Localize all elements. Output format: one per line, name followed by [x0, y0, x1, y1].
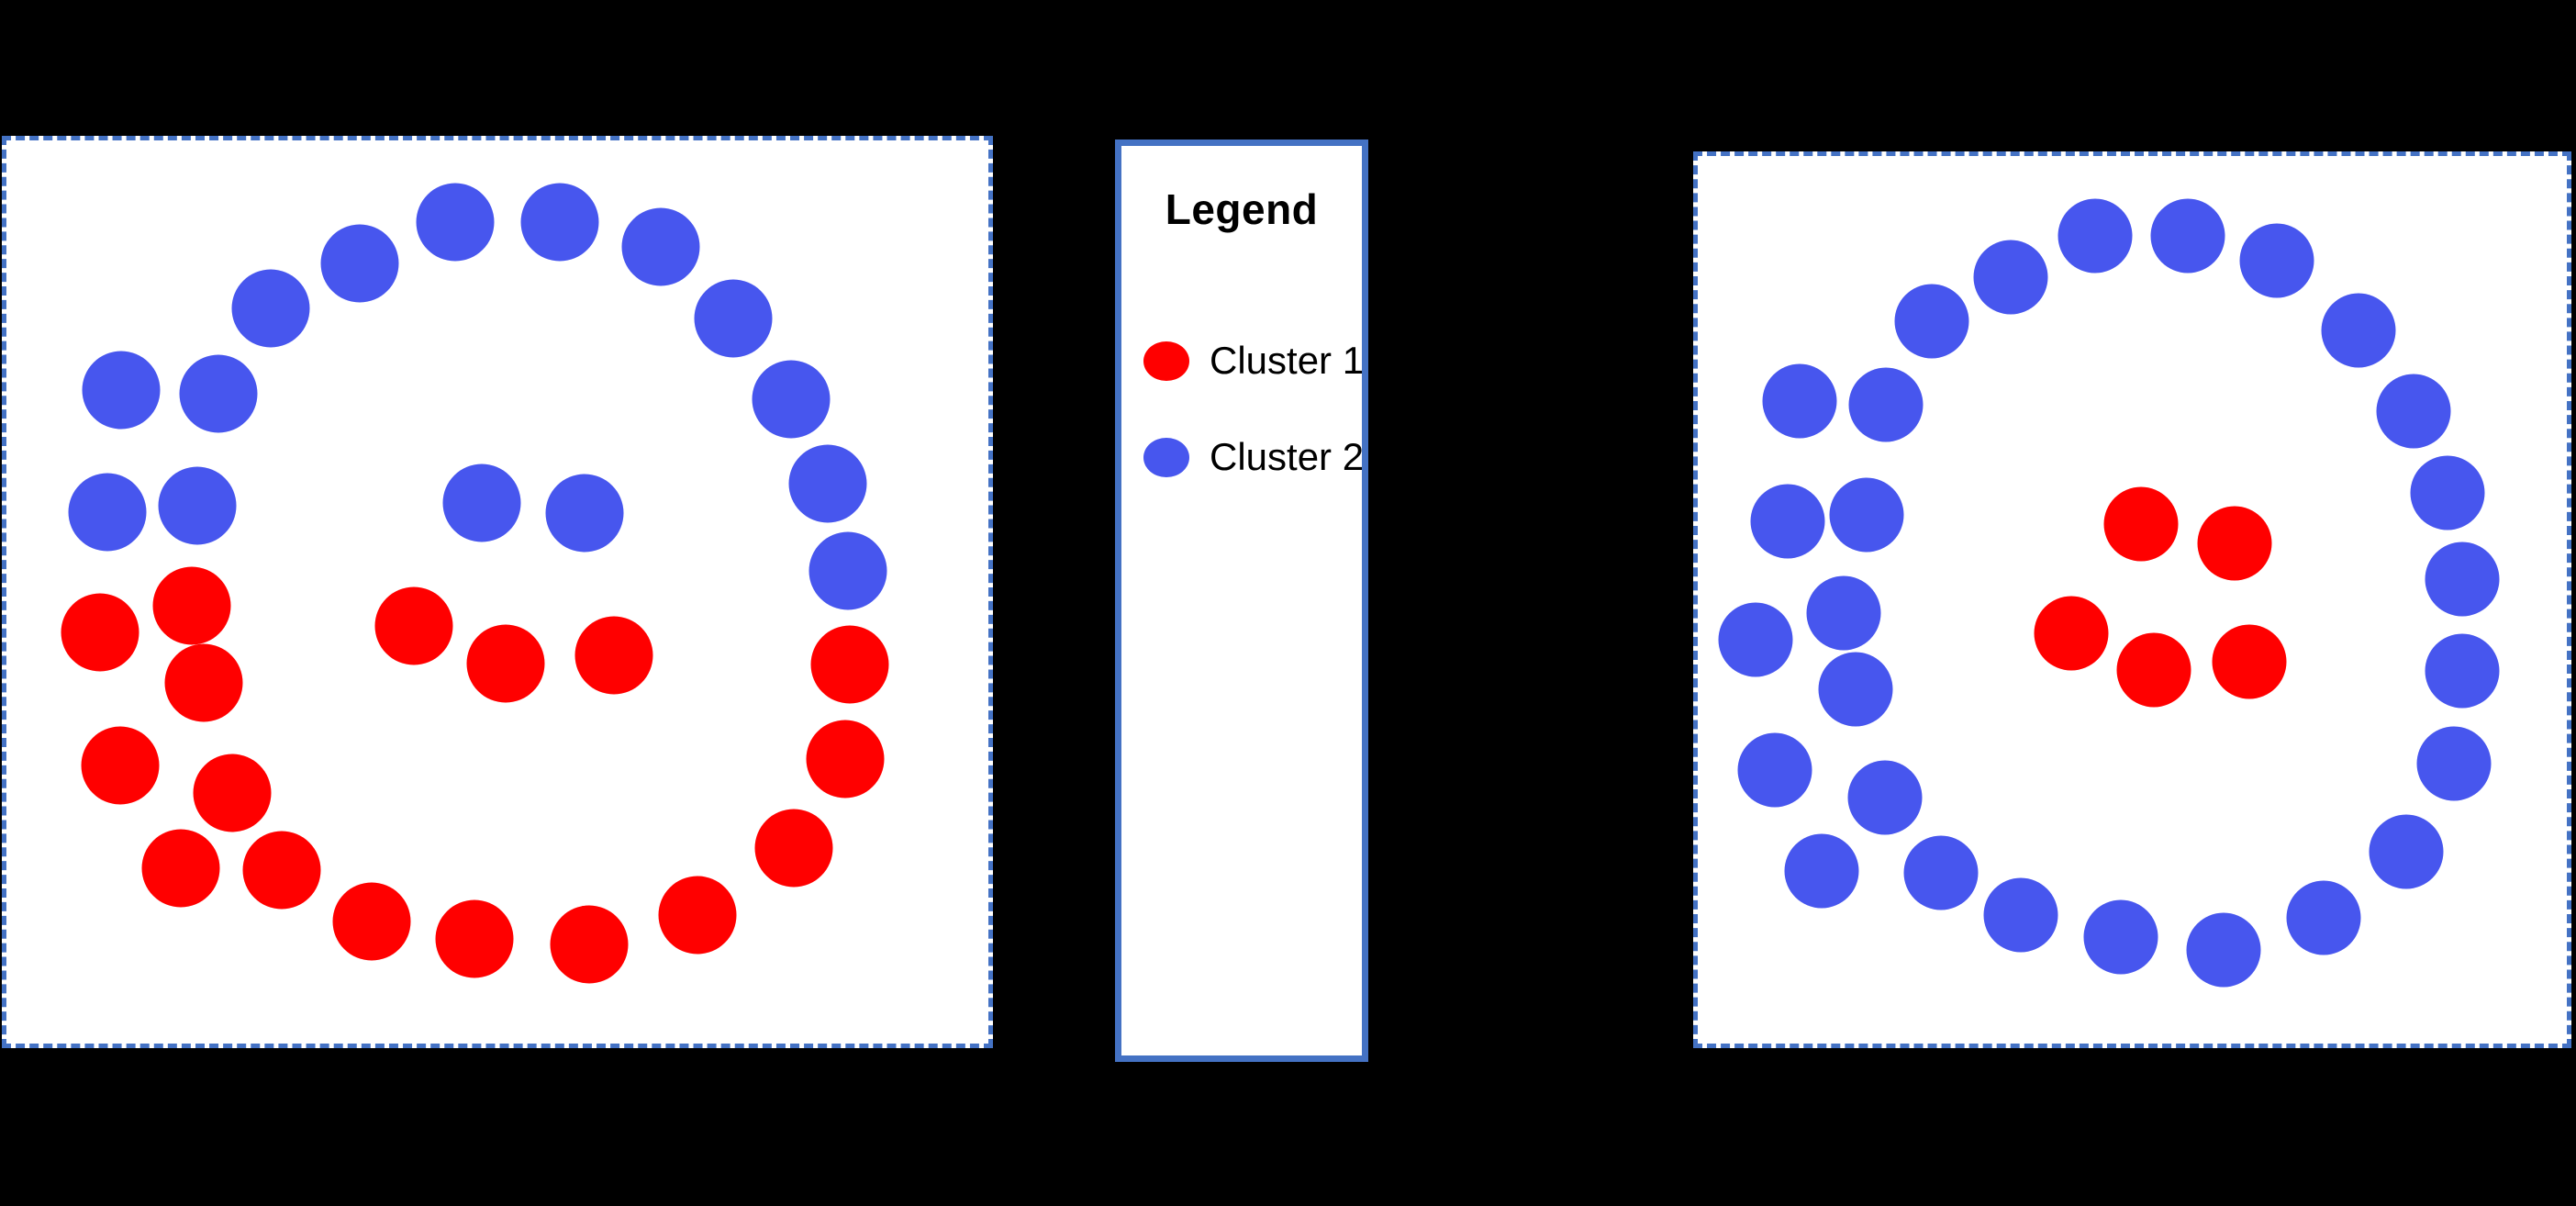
- scatter-point: [2321, 293, 2396, 368]
- scatter-point: [152, 566, 231, 645]
- scatter-point: [1829, 477, 1904, 553]
- scatter-point: [320, 224, 399, 303]
- scatter-point: [2197, 506, 2272, 581]
- scatter-point: [752, 360, 831, 439]
- scatter-point: [1847, 760, 1923, 835]
- scatter-point: [806, 720, 885, 798]
- scatter-point: [2369, 814, 2444, 889]
- scatter-point: [242, 831, 321, 910]
- legend-marker-circle-icon: [1143, 437, 1189, 477]
- scatter-point: [520, 183, 599, 262]
- scatter-point: [442, 463, 521, 542]
- scatter-plot-left-points: [6, 140, 988, 1044]
- scatter-point: [808, 531, 887, 610]
- legend-entry-cluster-2[interactable]: Cluster 2: [1143, 435, 1364, 479]
- scatter-point: [1818, 652, 1893, 727]
- scatter-point: [574, 616, 653, 695]
- scatter-panel-left: [2, 136, 993, 1048]
- scatter-point: [158, 466, 237, 545]
- scatter-point: [658, 876, 737, 955]
- scatter-point: [1718, 602, 1792, 677]
- scatter-point: [545, 474, 624, 553]
- scatter-point: [788, 444, 867, 523]
- legend-marker-circle-icon: [1143, 341, 1189, 381]
- scatter-point: [332, 882, 411, 961]
- scatter-point: [1762, 363, 1837, 439]
- scatter-point: [466, 624, 545, 703]
- scatter-point: [2416, 726, 2492, 801]
- scatter-point: [68, 473, 147, 552]
- scatter-point: [2116, 632, 2191, 708]
- scatter-point: [1983, 877, 2058, 953]
- scatter-point: [1806, 575, 1881, 651]
- scatter-point: [1903, 835, 1979, 910]
- scatter-point: [1750, 484, 1825, 559]
- scatter-point: [621, 207, 700, 286]
- scatter-point: [1848, 367, 1924, 442]
- scatter-panel-right: [1693, 151, 2571, 1048]
- scatter-point: [2103, 486, 2179, 562]
- scatter-point: [1737, 732, 1812, 808]
- scatter-point: [2150, 198, 2225, 274]
- scatter-point: [82, 351, 161, 430]
- scatter-point: [416, 183, 495, 262]
- scatter-point: [374, 586, 453, 665]
- scatter-point: [435, 899, 514, 978]
- scatter-point: [2376, 374, 2451, 449]
- legend-entry-label: Cluster 1: [1210, 339, 1365, 382]
- scatter-point: [2212, 624, 2287, 699]
- scatter-point: [193, 754, 272, 832]
- scatter-point: [2239, 223, 2314, 298]
- scatter-point: [2083, 899, 2158, 975]
- scatter-point: [2286, 880, 2361, 955]
- scatter-point: [81, 726, 160, 805]
- scatter-point: [810, 625, 889, 704]
- scatter-point: [1894, 284, 1969, 359]
- scatter-point: [2425, 633, 2500, 709]
- scatter-point: [179, 354, 258, 433]
- legend-title: Legend: [1165, 185, 1319, 233]
- scatter-point: [1784, 833, 1859, 909]
- scatter-point: [1973, 240, 2048, 314]
- scatter-point: [141, 829, 220, 908]
- scatter-point: [231, 269, 310, 348]
- scatter-point: [2425, 542, 2500, 617]
- legend-entry-label: Cluster 2: [1210, 435, 1365, 478]
- scatter-point: [550, 905, 628, 984]
- scatter-point: [754, 809, 833, 888]
- scatter-point: [61, 593, 139, 672]
- scatter-point: [2057, 198, 2133, 274]
- scatter-point: [2034, 596, 2109, 671]
- scatter-point: [694, 279, 773, 358]
- scatter-plot-right-points: [1698, 156, 2567, 1044]
- scatter-point: [2186, 912, 2261, 988]
- scatter-point: [2410, 455, 2485, 530]
- legend-entry-cluster-1[interactable]: Cluster 1: [1143, 339, 1364, 383]
- scatter-point: [164, 643, 243, 722]
- legend-panel: Legend Cluster 1 Cluster 2: [1115, 140, 1368, 1062]
